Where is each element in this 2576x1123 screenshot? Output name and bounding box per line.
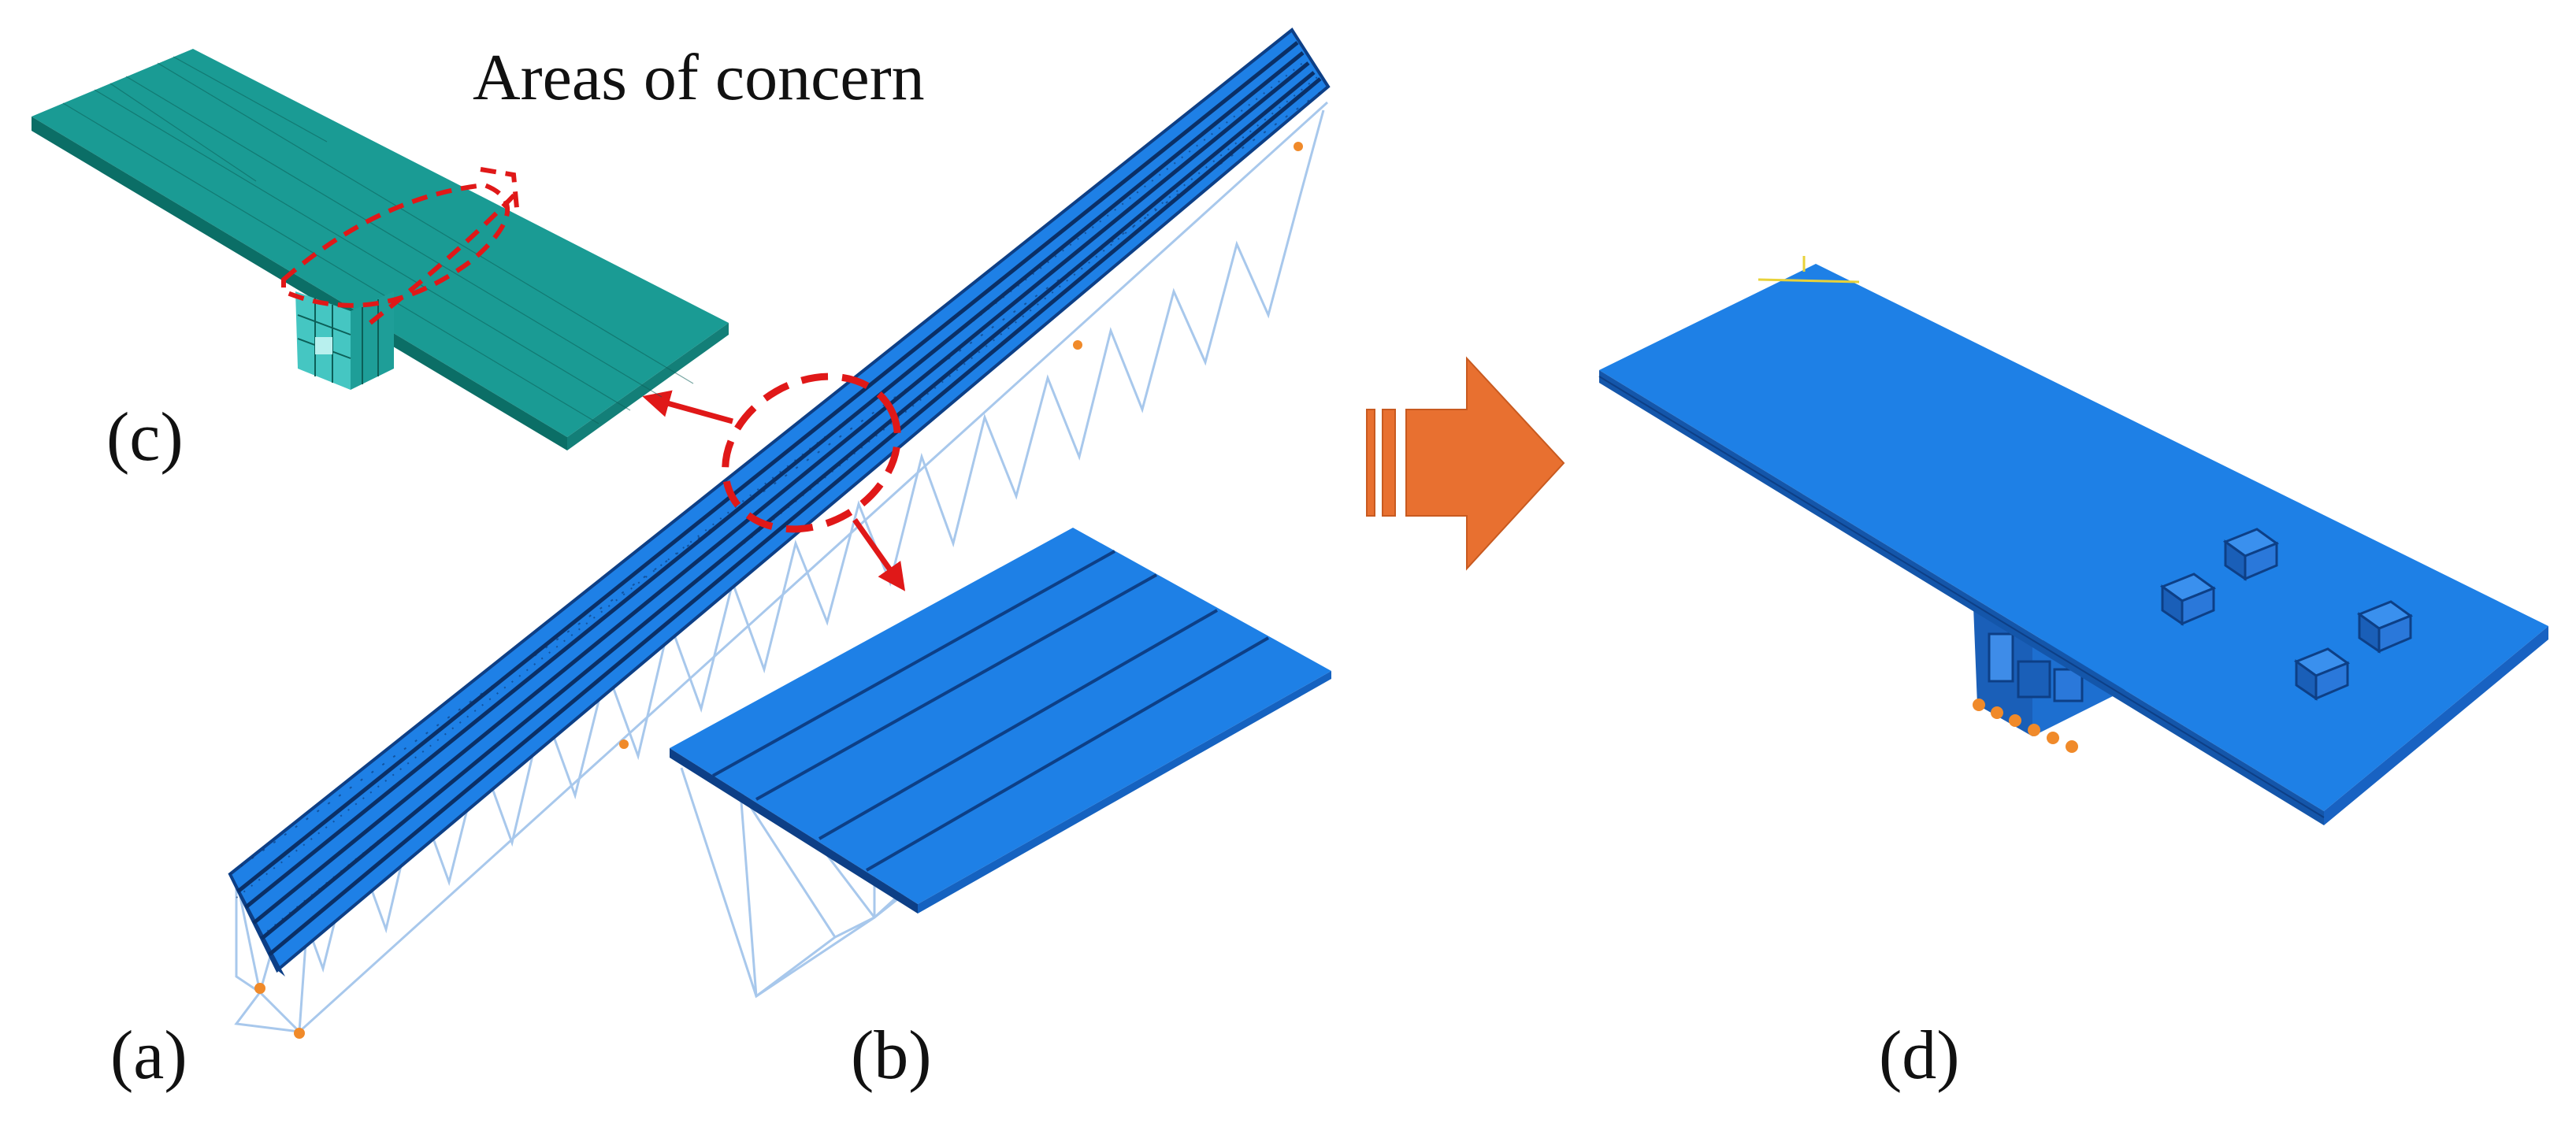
load-pad <box>2356 600 2414 654</box>
load-pad <box>2293 647 2351 701</box>
solid-deck <box>1599 264 2548 811</box>
segment-stiffener-lines <box>712 550 1270 872</box>
areas-of-concern-label: Areas of concern <box>473 41 925 114</box>
support-points <box>254 142 1303 1039</box>
concern-ellipse-deck <box>722 372 901 533</box>
panel-d-solid-local-model <box>1598 256 2548 825</box>
arrow-to-panel-b <box>852 517 906 591</box>
mesh-grid-lines <box>62 56 694 424</box>
panel-label-d: (d) <box>1879 1017 1960 1094</box>
load-pad <box>2222 528 2280 581</box>
panel-c-meshed-local-model <box>32 49 729 450</box>
panel-b-deck-segment <box>670 528 1331 999</box>
boundary-supports <box>1973 699 2078 753</box>
concern-region-mesh <box>281 167 522 325</box>
transition-arrow <box>1366 356 1565 571</box>
panel-label-a: (a) <box>110 1017 187 1094</box>
arrow-to-panel-c <box>642 390 733 424</box>
segment-deck <box>670 528 1331 904</box>
panel-label-b: (b) <box>851 1017 932 1094</box>
load-pad <box>2159 573 2217 626</box>
panel-label-c: (c) <box>106 399 184 476</box>
mesh-box-girder <box>295 291 394 390</box>
panel-a-full-bridge-model <box>228 28 1331 1039</box>
load-pads <box>2159 528 2414 701</box>
deck-surface <box>228 28 1331 977</box>
reference-edge <box>1758 256 1860 284</box>
mesh-deck <box>32 49 729 437</box>
